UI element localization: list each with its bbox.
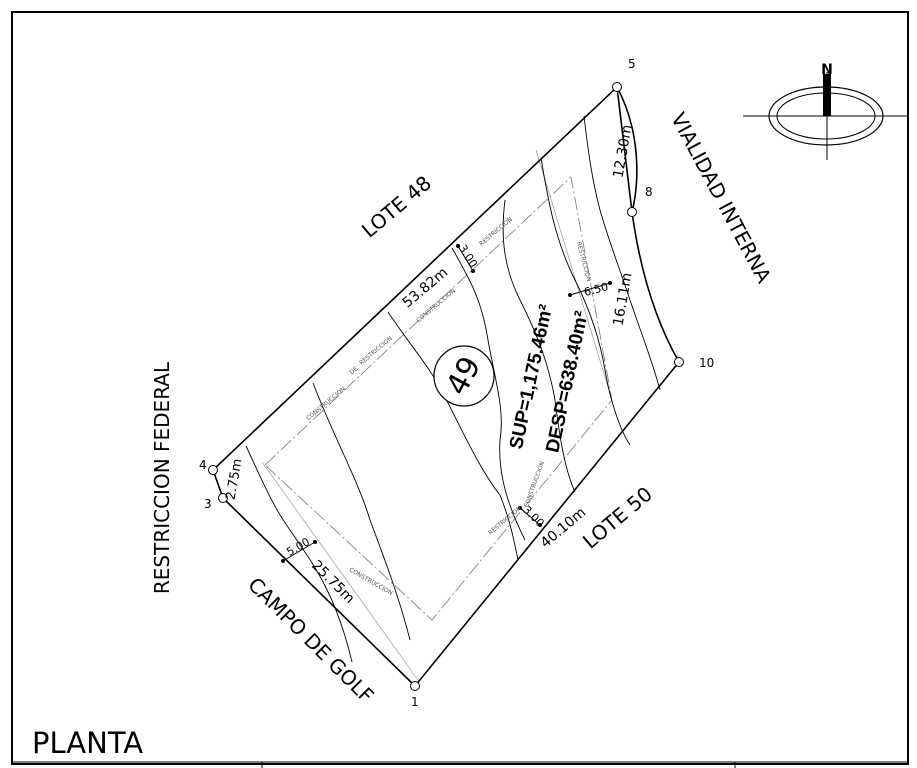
vertex-3-label: 3	[204, 497, 212, 511]
vertex-5-marker	[612, 82, 622, 92]
dim-side-south: 40.10m	[538, 505, 589, 552]
neighbor-south-label: LOTE 50	[578, 482, 657, 554]
vertex-1-marker	[410, 681, 420, 691]
construction-annotation: CONSTRUCCION	[305, 385, 347, 422]
neighbor-southwest-label: CAMPO DE GOLF	[243, 572, 378, 707]
vertex-1-label: 1	[411, 695, 419, 709]
contour-lines	[245, 115, 661, 663]
dim-side-west: 25.75m	[308, 558, 357, 607]
de-annotation: DE	[349, 365, 360, 376]
setback-dimension-lines	[282, 245, 611, 562]
vertex-4-label: 4	[199, 458, 207, 472]
contour-line	[540, 157, 631, 446]
dim-side-8-10: 16.11m	[611, 271, 636, 327]
setback-west-value: 5.00	[284, 535, 312, 559]
contour-line	[502, 199, 576, 493]
sheet-border	[11, 11, 909, 765]
dimension-ticks	[281, 244, 612, 563]
neighbor-east-label: VIALIDAD INTERNA	[666, 109, 776, 287]
north-arrow: N	[743, 62, 909, 160]
contour-line	[387, 311, 519, 561]
vertex-10-label: 10	[699, 356, 714, 370]
contour-line	[583, 115, 661, 391]
vertex-8-marker	[627, 207, 637, 217]
vertex-5-label: 5	[628, 57, 636, 71]
north-arrow-letter: N	[821, 62, 833, 78]
vertex-10-marker	[674, 357, 684, 367]
neighbor-west-label: RESTRICCION FEDERAL	[150, 361, 174, 594]
drawing-title: PLANTA	[32, 726, 143, 760]
vertex-markers	[208, 82, 684, 691]
setback-divider	[261, 461, 419, 681]
contour-line	[312, 382, 411, 641]
north-arrow-needle	[823, 74, 831, 116]
restriction-annotation: RESTRICCION	[358, 335, 394, 367]
restriction-annotation: RESTRICCION	[575, 241, 592, 282]
dim-side-north: 53.82m	[400, 265, 451, 312]
setback-divider	[535, 149, 613, 401]
vertex-8-label: 8	[645, 185, 653, 199]
vertex-3-marker	[218, 493, 228, 503]
contour-line	[451, 247, 526, 541]
setback-east-value: 6.50	[583, 280, 610, 299]
lot-number-circle	[433, 345, 495, 407]
dim-side-3-4: 2.75m	[224, 458, 246, 502]
vertex-4-marker	[208, 465, 218, 475]
neighbor-north-label: LOTE 48	[357, 171, 436, 243]
contour-line	[245, 445, 353, 663]
restriction-annotation: RESTRICCION	[478, 216, 514, 248]
